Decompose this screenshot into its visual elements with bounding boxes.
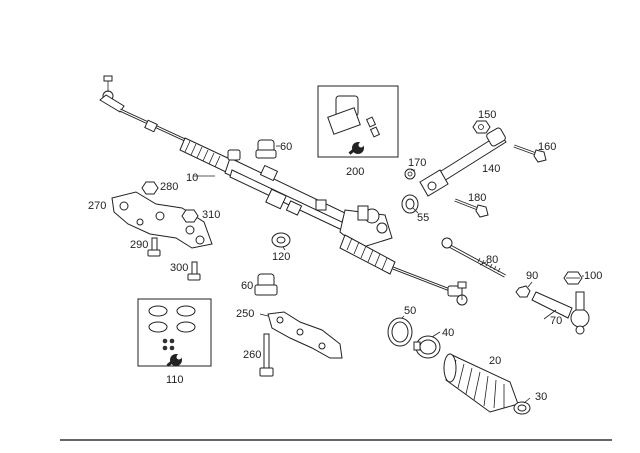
callout-40: 40 [442,327,454,339]
tie-rod-end-70[interactable] [531,291,590,335]
callout-310: 310 [202,209,220,221]
callout-80: 80 [486,254,498,266]
right-boot [339,234,396,275]
callout-140: 140 [482,163,500,175]
callout-20: 20 [489,355,501,367]
nut-90[interactable] [515,285,531,298]
mount-bushing-lower[interactable] [254,273,278,296]
bolt-180[interactable] [454,198,489,218]
callout-200: 200 [346,166,364,178]
callout-150: 150 [478,109,496,121]
callout-60-lower: 60 [241,280,253,292]
callout-170: 170 [408,157,426,169]
callout-70: 70 [550,315,562,327]
nut-280[interactable] [141,181,159,195]
callout-120: 120 [272,251,290,263]
bolt-260[interactable] [259,333,274,377]
callout-180: 180 [468,192,486,204]
bracket-270[interactable] [111,191,213,249]
leader-lines [193,145,584,404]
callout-290: 290 [130,239,148,251]
callout-110: 110 [166,374,184,386]
callout-10: 10 [186,172,198,184]
callout-100: 100 [584,270,602,282]
wrench-icon [166,354,182,367]
callout-250: 250 [236,308,254,320]
callout-50: 50 [404,305,416,317]
callout-60-upper: 60 [280,141,292,153]
bolt-160[interactable] [513,144,547,163]
callout-300: 300 [170,262,188,274]
callout-90: 90 [526,270,538,282]
nut-100[interactable] [563,271,583,285]
kit-box-110[interactable] [137,298,212,367]
ring-120[interactable] [271,232,291,248]
ring-50[interactable] [387,317,413,347]
plate-250[interactable] [267,311,343,359]
bolt-300[interactable] [187,261,201,281]
steering-rack-assembly[interactable] [99,75,468,306]
callout-260: 260 [243,349,261,361]
nut-150[interactable] [472,120,491,134]
callout-160: 160 [538,141,556,153]
callout-280: 280 [160,181,178,193]
boot-20[interactable] [443,353,519,413]
steering-shaft-140[interactable] [419,127,507,197]
nut-310[interactable] [181,209,199,223]
clamp-40[interactable] [413,335,441,359]
clamp-30[interactable] [513,401,531,415]
mount-bushing-upper[interactable] [255,139,277,159]
wrench-icon [348,142,364,155]
bolt-290[interactable] [147,237,161,257]
nut-170[interactable] [404,168,416,180]
kit-box-200[interactable] [317,85,399,158]
callout-30: 30 [535,391,547,403]
inner-tie-rod-80[interactable] [441,237,506,278]
left-boot [179,137,233,173]
callout-55: 55 [417,212,429,224]
callout-270: 270 [88,200,106,212]
